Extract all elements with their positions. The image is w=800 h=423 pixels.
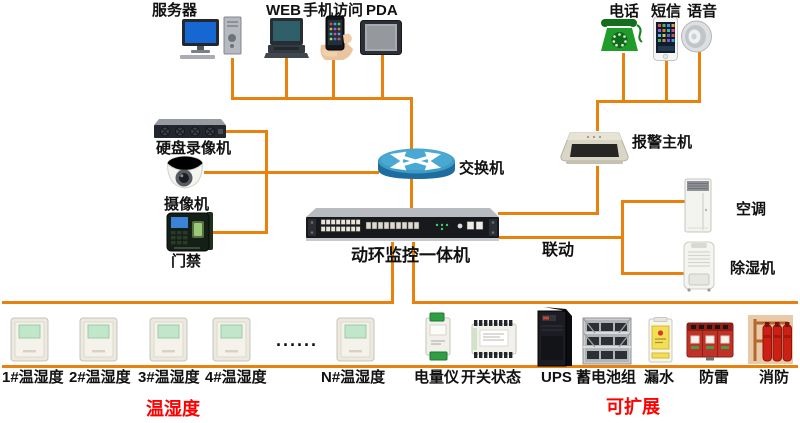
battery-bank-icon bbox=[581, 316, 633, 366]
sensor-2-label: 2#温湿度 bbox=[69, 369, 131, 386]
sensor-n-icon bbox=[336, 317, 375, 362]
line-bottom-rail bbox=[2, 365, 798, 368]
line-voice-drop bbox=[698, 52, 701, 103]
speaker-icon bbox=[681, 20, 713, 53]
line-top-bus bbox=[231, 97, 413, 100]
dehumidifier-label: 除湿机 bbox=[730, 260, 776, 277]
ups-label: UPS bbox=[541, 369, 572, 386]
sensor-3-label: 3#温湿度 bbox=[138, 369, 200, 386]
dvr-label: 硬盘录像机 bbox=[156, 140, 232, 157]
server-label: 服务器 bbox=[152, 2, 198, 19]
surge-label: 防雷 bbox=[699, 369, 730, 386]
fire-system-icon bbox=[748, 315, 793, 364]
line-linkage bbox=[498, 236, 624, 239]
line-mobile-drop bbox=[332, 60, 335, 99]
line-to-ac bbox=[621, 200, 685, 203]
line-dvr-branch bbox=[220, 130, 268, 133]
sensor-4-label: 4#温湿度 bbox=[205, 369, 267, 386]
monitor-unit-icon bbox=[306, 208, 499, 243]
door-access-icon bbox=[166, 211, 214, 253]
switch-status-label: 开关状态 bbox=[461, 369, 522, 386]
network-switch-icon bbox=[376, 146, 457, 185]
air-conditioner-icon bbox=[684, 178, 712, 234]
expandable-group-label: 可扩展 bbox=[606, 397, 660, 417]
dehumidifier-icon bbox=[682, 240, 716, 292]
line-linkage-riser bbox=[621, 200, 624, 275]
monitor-unit-label: 动环监控一体机 bbox=[351, 246, 470, 265]
sms-label: 短信 bbox=[651, 3, 682, 20]
sensor-3-icon bbox=[149, 317, 188, 362]
sensor-ellipsis: ...... bbox=[276, 330, 319, 350]
sensor-1-label: 1#温湿度 bbox=[2, 369, 64, 386]
line-web-drop bbox=[285, 57, 288, 99]
line-bus-to-alarm bbox=[596, 100, 599, 131]
water-leak-icon bbox=[646, 317, 675, 364]
line-unit-drop-right bbox=[412, 242, 415, 304]
pda-icon bbox=[360, 20, 402, 55]
fire-label: 消防 bbox=[759, 369, 790, 386]
line-telephone-drop bbox=[622, 53, 625, 103]
mobile-access-label: 手机访问 bbox=[303, 2, 364, 19]
surge-protector-icon bbox=[686, 319, 734, 361]
sensor-n-label: N#温湿度 bbox=[321, 369, 386, 386]
telephone-icon bbox=[599, 17, 648, 54]
pda-label: PDA bbox=[366, 2, 398, 19]
switch-status-icon bbox=[470, 319, 518, 359]
line-pda-drop bbox=[381, 53, 384, 99]
voice-label: 语音 bbox=[687, 3, 718, 20]
door-access-label: 门禁 bbox=[171, 253, 202, 270]
linkage-label: 联动 bbox=[542, 242, 575, 259]
line-camera-to-switch bbox=[204, 171, 379, 174]
switch-label: 交换机 bbox=[459, 160, 505, 177]
dvr-icon bbox=[153, 119, 226, 140]
sensor-2-icon bbox=[79, 317, 118, 362]
line-door-branch bbox=[212, 231, 268, 234]
sms-phone-icon bbox=[653, 16, 678, 61]
power-meter-icon bbox=[421, 312, 455, 361]
line-unit-drop-left bbox=[391, 242, 394, 304]
line-left-bus bbox=[265, 130, 268, 234]
ups-icon bbox=[536, 306, 574, 367]
telephone-label: 电话 bbox=[609, 3, 640, 20]
line-right-bus bbox=[596, 100, 701, 103]
line-expand-bus bbox=[412, 301, 798, 304]
web-label: WEB bbox=[266, 2, 301, 19]
camera-icon bbox=[165, 155, 205, 196]
line-sms-drop bbox=[665, 60, 668, 103]
sensor-1-icon bbox=[10, 317, 49, 362]
air-conditioner-label: 空调 bbox=[736, 201, 767, 218]
power-meter-label: 电量仪 bbox=[414, 369, 460, 386]
alarm-host-icon bbox=[558, 128, 631, 168]
line-alarm-down bbox=[596, 166, 599, 215]
server-icon bbox=[180, 16, 250, 60]
line-alarm-to-unit bbox=[498, 212, 599, 215]
line-sensor-bus bbox=[2, 301, 394, 304]
mobile-in-hand-icon bbox=[317, 15, 355, 61]
alarm-host-label: 报警主机 bbox=[632, 134, 693, 151]
battery-bank-label: 蓄电池组 bbox=[576, 369, 637, 386]
line-to-dehumidifier bbox=[621, 272, 685, 275]
sensor-group-label: 温湿度 bbox=[146, 399, 200, 419]
camera-label: 摄像机 bbox=[164, 196, 210, 213]
sensor-4-icon bbox=[212, 317, 251, 362]
water-leak-label: 漏水 bbox=[644, 369, 675, 386]
laptop-icon bbox=[264, 18, 309, 59]
line-server-drop bbox=[231, 58, 234, 99]
